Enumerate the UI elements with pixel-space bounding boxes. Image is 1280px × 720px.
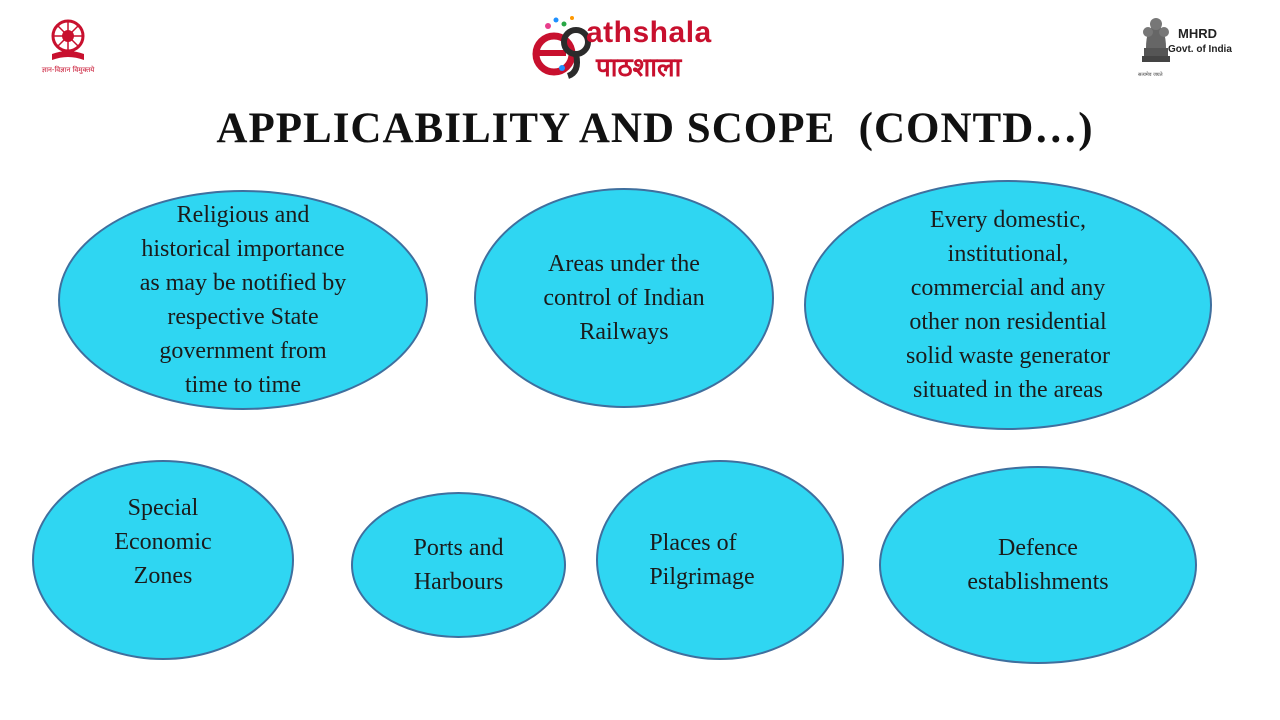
bubble-indian-railways-text: Areas under the control of Indian Railwa… bbox=[543, 251, 705, 345]
bubble-defence-establishments-text: Defence establishments bbox=[967, 535, 1109, 595]
bubble-defence-establishments: Defence establishments bbox=[879, 466, 1197, 664]
university-logo-caption: ज्ञान-विज्ञान विमुक्तये bbox=[41, 66, 95, 74]
emblem-caption: सत्यमेव जयते bbox=[1138, 72, 1163, 78]
bubble-religious-historical-text: Religious and historical importance as m… bbox=[139, 202, 347, 398]
bubble-special-economic-zones: Special Economic Zones bbox=[32, 460, 294, 660]
university-seal-icon bbox=[51, 19, 85, 60]
bubble-ports-harbours: Ports and Harbours bbox=[351, 492, 566, 638]
bubble-religious-historical: Religious and historical importance as m… bbox=[58, 190, 428, 410]
slide-title: APPLICABILITY AND SCOPE (CONTD…) bbox=[216, 105, 1094, 152]
university-logo: ज्ञान-विज्ञान विमुक्तये bbox=[36, 16, 100, 80]
brand-name: athshala bbox=[586, 16, 712, 49]
bubble-places-pilgrimage: Places of Pilgrimage bbox=[596, 460, 844, 660]
mhrd-subtitle: Govt. of India bbox=[1168, 44, 1232, 55]
bubble-ports-harbours-text: Ports and Harbours bbox=[413, 535, 504, 595]
brand-hindi: पाठशाला bbox=[596, 53, 682, 83]
epathshala-logo-icon bbox=[532, 16, 591, 79]
mhrd-logo: MHRD Govt. of India सत्यमेव जयते bbox=[1134, 14, 1244, 82]
national-emblem-icon bbox=[1142, 18, 1170, 62]
epathshala-logo: athshala पाठशाला bbox=[520, 12, 750, 83]
bubble-waste-generators-text: Every domestic, institutional, commercia… bbox=[906, 207, 1110, 403]
bubble-places-pilgrimage-text: Places of Pilgrimage bbox=[649, 530, 755, 590]
bubble-indian-railways: Areas under the control of Indian Railwa… bbox=[474, 188, 774, 408]
bubble-waste-generators: Every domestic, institutional, commercia… bbox=[804, 180, 1212, 430]
bubble-special-economic-zones-text: Special Economic Zones bbox=[114, 495, 212, 589]
mhrd-title: MHRD bbox=[1178, 26, 1217, 41]
